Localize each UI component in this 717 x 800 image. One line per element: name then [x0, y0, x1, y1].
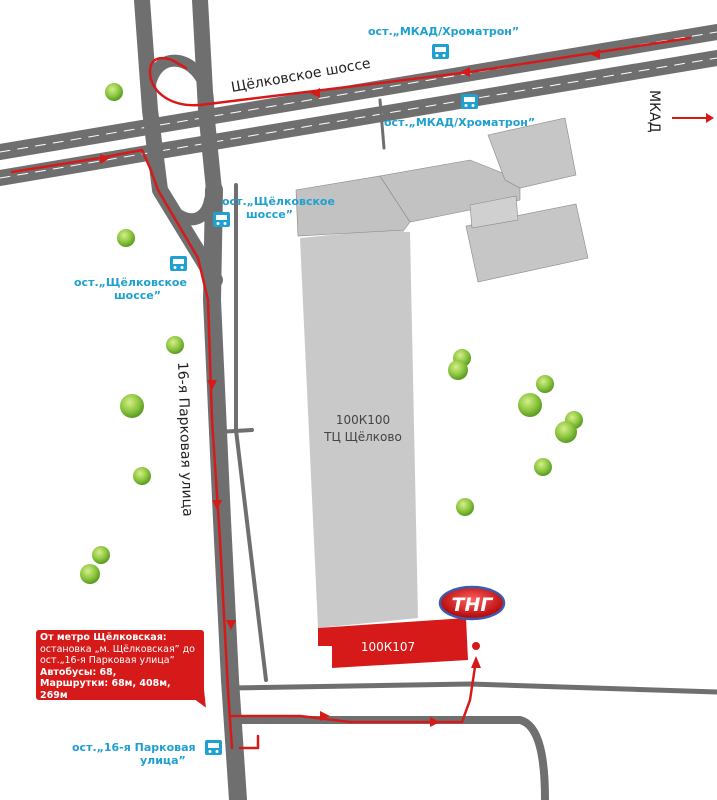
info-minibus-2: 269м [40, 689, 68, 701]
stop-label-parkovaya: ост.„16-я Парковая [72, 741, 196, 754]
stop-label-mkad-bottom: ост.„МКАД/Хроматрон” [384, 116, 535, 129]
tree [92, 546, 110, 564]
tree [117, 229, 135, 247]
route-arrowheads [100, 49, 600, 727]
stop-label-shch-left: ост.„Щёлковское [74, 276, 187, 289]
building-connector [469, 195, 519, 229]
tng-logo-text: ТНГ [452, 594, 494, 616]
trees [80, 83, 583, 584]
tree [555, 421, 577, 443]
tree [536, 375, 554, 393]
route-shchelkovskoe [148, 36, 692, 107]
bus-stops [170, 44, 478, 755]
buildings [295, 117, 589, 668]
tree [133, 467, 151, 485]
stop-label-shch-right: ост.„Щёлковское [222, 195, 335, 208]
tree [80, 564, 100, 584]
building-tall-right [487, 117, 577, 189]
bus-stop-icon [213, 212, 230, 227]
tree [120, 394, 144, 418]
stop-label-parkovaya-2: улица” [140, 754, 186, 767]
tree [518, 393, 542, 417]
bus-stop-icon [461, 94, 478, 109]
bus-stop-icon [205, 740, 222, 755]
stop-label-shch-left-2: шоссе” [114, 289, 161, 302]
building-main [300, 228, 418, 628]
annex-label: 100К107 [361, 640, 415, 654]
info-buses: Автобусы: 68, [40, 666, 117, 678]
tree [448, 360, 468, 380]
bus-stop-icon [432, 44, 449, 59]
road-right-horizontal [229, 681, 717, 695]
info-minibus-1: Маршрутки: 68м, 408м, [40, 678, 171, 689]
road-label-mkad: МКАД [646, 90, 662, 133]
tree [534, 458, 552, 476]
destination-marker [472, 642, 480, 650]
info-line-2: ост.„16-я Парковая улица” [40, 655, 175, 666]
tree [166, 336, 184, 354]
info-title: От метро Щёлковская: [40, 632, 167, 643]
road-overpass [134, 0, 223, 288]
tree [105, 83, 123, 101]
road-label-parkovaya: 16-я Парковая улица [174, 362, 195, 517]
building-annex-100k107 [318, 618, 468, 668]
tng-logo: ТНГ [438, 585, 506, 621]
building-label-code: 100К100 [336, 413, 390, 427]
stop-label-shch-right-2: шоссе” [246, 208, 293, 221]
tree [456, 498, 474, 516]
route-bottom [230, 658, 478, 724]
bus-stop-icon [170, 256, 187, 271]
info-line-1: остановка „м. Щёлковская” до [40, 643, 195, 655]
stop-label-mkad-top: ост.„МКАД/Хроматрон” [368, 25, 519, 38]
road-bottom [228, 716, 549, 800]
building-label-name: ТЦ Щёлково [323, 430, 402, 444]
route-info-box: От метро Щёлковская: остановка „м. Щёлко… [36, 630, 204, 701]
